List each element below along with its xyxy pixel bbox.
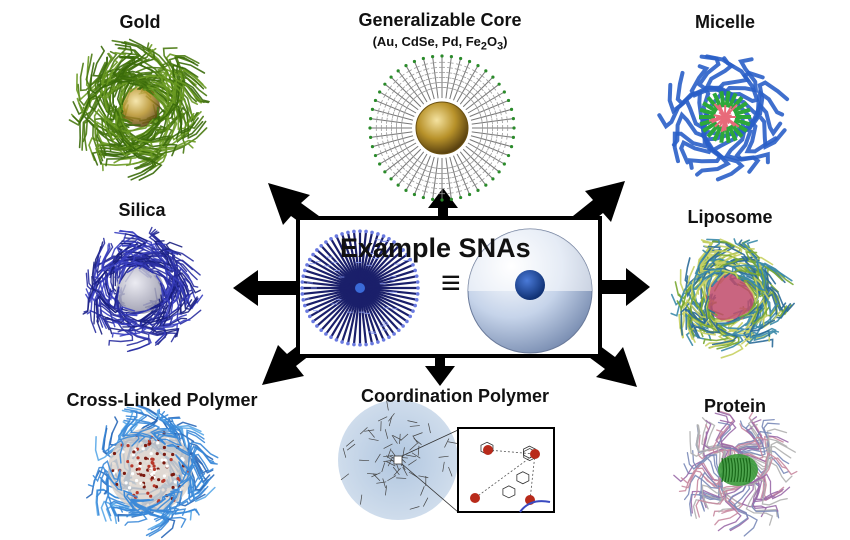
micelle-sna-illustration	[657, 54, 790, 182]
center-title: Example SNAs	[340, 233, 531, 263]
label-liposome: Liposome	[687, 207, 773, 227]
label-coordination-polymer: Coordination Polymer	[360, 386, 550, 406]
equivalence-symbol: ≡	[441, 264, 461, 302]
label-generalizable-core: Generalizable Core	[358, 10, 522, 30]
coordination-polymer-inset	[457, 427, 555, 513]
label-core-materials: (Au, CdSe, Pd, Fe2O3)	[372, 34, 508, 53]
label-cross-linked-polymer: Cross-Linked Polymer	[66, 390, 258, 410]
center-sna-schematic	[467, 228, 593, 354]
label-protein: Protein	[703, 396, 767, 416]
arrow-right	[598, 268, 650, 306]
crosslinked-polymer-sna-illustration	[86, 403, 219, 539]
label-gold: Gold	[119, 12, 161, 32]
arrow-up	[428, 188, 458, 228]
label-silica: Silica	[118, 200, 166, 220]
center-sna-core-dot	[515, 270, 545, 300]
gold-sna-illustration	[68, 38, 210, 181]
center-sna-model	[300, 229, 420, 347]
coordination-polymer-sna-illustration	[338, 400, 459, 520]
protein-sna-illustration	[673, 409, 798, 537]
label-micelle: Micelle	[694, 12, 756, 32]
arrow-left	[233, 270, 300, 306]
generalizable-core-illustration	[368, 54, 516, 202]
arrow-down	[425, 348, 455, 386]
liposome-sna-illustration	[670, 238, 795, 359]
silica-sna-illustration	[82, 226, 204, 353]
